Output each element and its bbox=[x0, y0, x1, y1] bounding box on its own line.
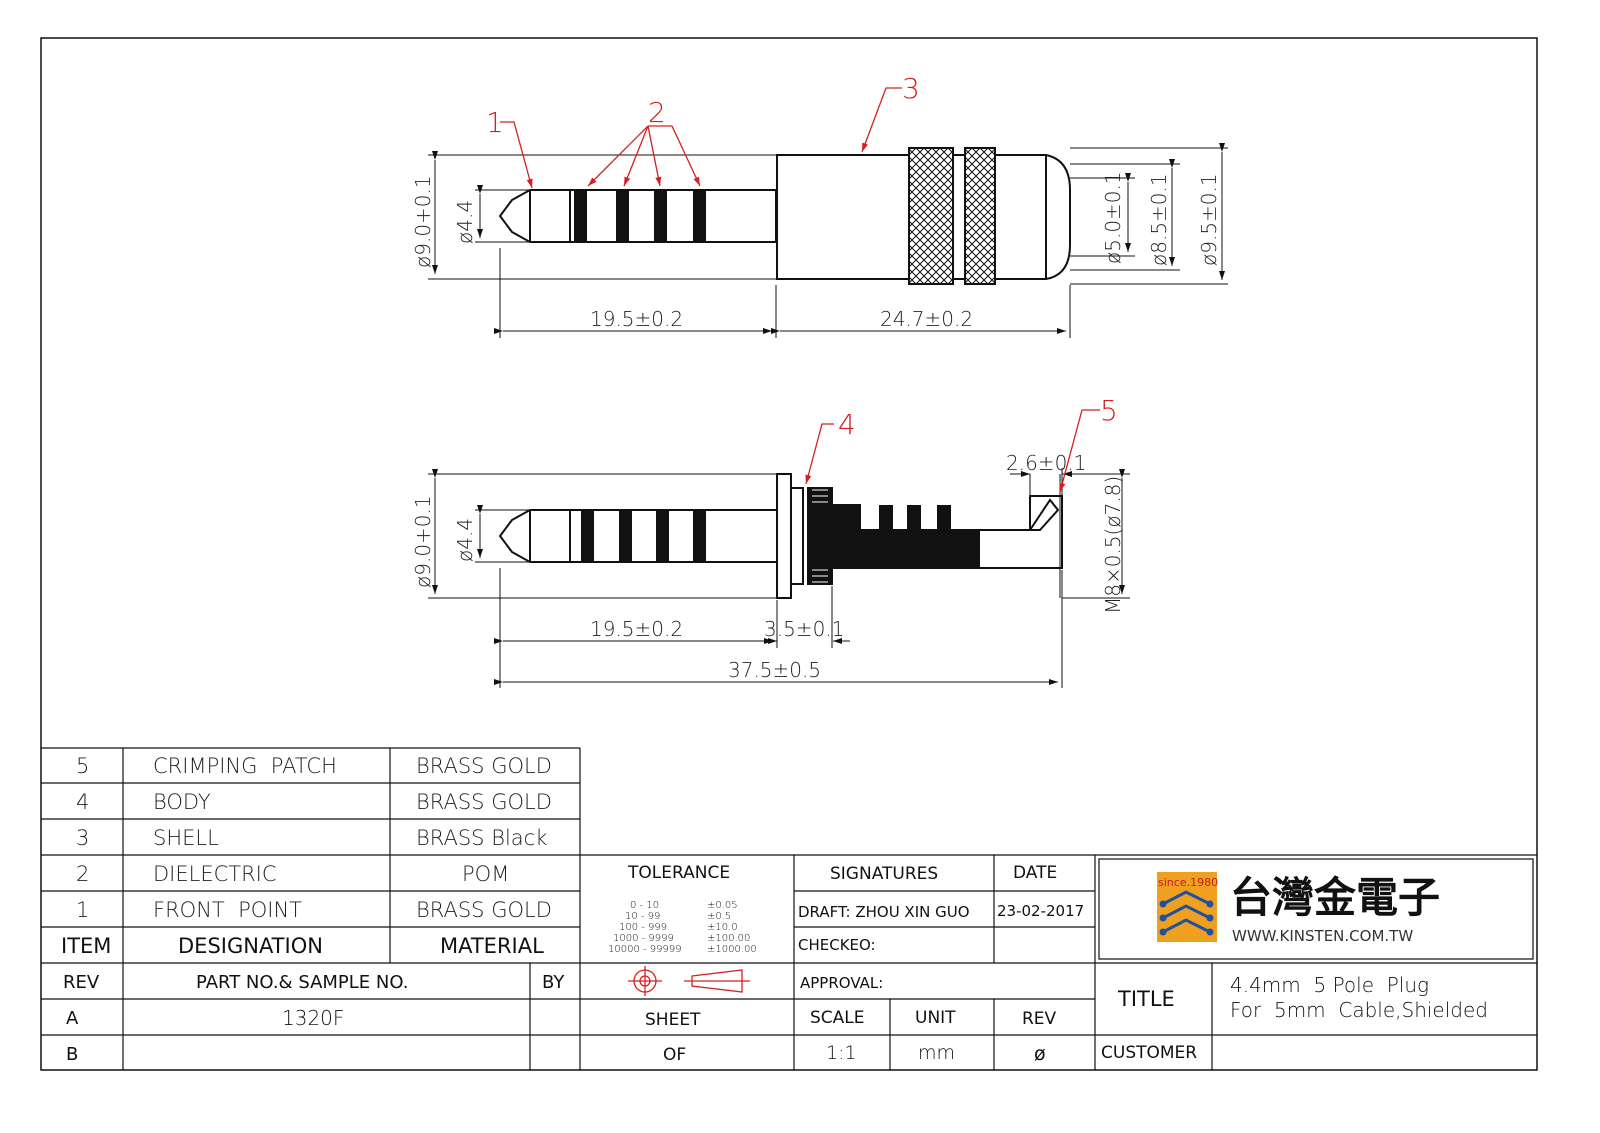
bom-row-5-item: 5 bbox=[76, 754, 89, 778]
scale-label: SCALE bbox=[810, 1008, 865, 1028]
bom-row-3-material: BRASS Black bbox=[416, 826, 547, 850]
top-view-dimensions bbox=[428, 143, 1228, 338]
company-name: 台灣金電子 bbox=[1230, 873, 1440, 922]
dim-bot-len-37-5: 37.5±0.5 bbox=[728, 658, 821, 682]
tolerance-range-5: 10000 - 99999 bbox=[608, 944, 682, 955]
signatures-block: SIGNATURES DATE DRAFT: ZHOU XIN GUO 23-0… bbox=[798, 863, 1084, 992]
draft-date: 23-02-2017 bbox=[997, 902, 1084, 920]
dim-top-dia-4-4: ø4.4 bbox=[453, 200, 477, 244]
rev-header-part: PART NO.& SAMPLE NO. bbox=[196, 972, 409, 993]
bom-table-grid bbox=[41, 747, 1537, 1070]
of-label: OF bbox=[663, 1045, 686, 1065]
title-line-1: 4.4mm 5 Pole Plug bbox=[1230, 973, 1429, 997]
unit-value: mm bbox=[918, 1042, 955, 1064]
dim-top-dia-8-5: ø8.5±0.1 bbox=[1147, 173, 1171, 266]
bottom-view-callouts bbox=[805, 409, 1100, 493]
bom-row-4-designation: BODY bbox=[153, 790, 211, 814]
company-logo: since.1980 台灣金電子 WWW.KINSTEN.COM.TW bbox=[1157, 872, 1440, 945]
sheet-label: SHEET bbox=[645, 1010, 701, 1030]
projection-symbol-icon bbox=[628, 966, 750, 996]
rev-header-rev: REV bbox=[63, 972, 100, 993]
title-label: TITLE bbox=[1117, 987, 1175, 1011]
dim-bot-len-19-5: 19.5±0.2 bbox=[590, 617, 683, 641]
dim-top-dia-9-0: ø9.0+0.1 bbox=[411, 175, 435, 268]
company-url: WWW.KINSTEN.COM.TW bbox=[1232, 927, 1413, 945]
tolerance-title: TOLERANCE bbox=[627, 863, 730, 883]
bom-row-2-material: POM bbox=[462, 862, 509, 886]
dim-bot-dia-4-4: ø4.4 bbox=[453, 518, 477, 562]
bom-row-2-item: 2 bbox=[76, 862, 89, 886]
dim-bot-len-2-6: 2.6±0.1 bbox=[1006, 451, 1086, 475]
title-block: TITLE 4.4mm 5 Pole Plug For 5mm Cable,Sh… bbox=[1101, 973, 1488, 1063]
scale-value: 1:1 bbox=[826, 1042, 857, 1064]
dim-bot-dia-9-0: ø9.0+0.1 bbox=[411, 495, 435, 588]
signatures-title: SIGNATURES bbox=[830, 864, 938, 884]
bom-row-5-designation: CRIMPING PATCH bbox=[153, 754, 337, 778]
rev-row-a-rev: A bbox=[66, 1008, 79, 1029]
bom-header: ITEM DESIGNATION MATERIAL bbox=[61, 934, 544, 958]
tolerance-value-5: ±1000.00 bbox=[707, 944, 757, 955]
tolerance-block: TOLERANCE 0 - 10 10 - 99 100 - 999 1000 … bbox=[608, 863, 757, 955]
bom-row-2-designation: DIELECTRIC bbox=[153, 862, 277, 886]
bom-header-material: MATERIAL bbox=[440, 934, 544, 958]
bom-rows: 5 CRIMPING PATCH BRASS GOLD 4 BODY BRASS… bbox=[76, 754, 552, 922]
dim-bot-len-3-5: 3.5±0.1 bbox=[764, 617, 844, 641]
bom-row-4-material: BRASS GOLD bbox=[416, 790, 552, 814]
tolerance-value-4: ±100.00 bbox=[707, 933, 750, 944]
bom-row-1-material: BRASS GOLD bbox=[416, 898, 552, 922]
callout-2: 2 bbox=[648, 96, 666, 129]
tolerance-value-3: ±10.0 bbox=[707, 922, 738, 933]
bom-row-1-designation: FRONT POINT bbox=[153, 898, 302, 922]
dim-top-len-24-7: 24.7±0.2 bbox=[880, 307, 973, 331]
checked-label: CHECKEO: bbox=[798, 936, 876, 954]
bom-row-3-item: 3 bbox=[76, 826, 89, 850]
dim-top-dia-9-5: ø9.5±0.1 bbox=[1197, 173, 1221, 266]
tolerance-value-2: ±0.5 bbox=[707, 911, 731, 922]
drawing-frame bbox=[40, 37, 1538, 1071]
dim-top-len-19-5: 19.5±0.2 bbox=[590, 307, 683, 331]
draft-signature: DRAFT: ZHOU XIN GUO bbox=[798, 903, 970, 921]
bom-row-3-designation: SHELL bbox=[153, 826, 219, 850]
bom-header-designation: DESIGNATION bbox=[178, 934, 323, 958]
date-label: DATE bbox=[1013, 863, 1057, 883]
rev-header-by: BY bbox=[542, 972, 565, 993]
tolerance-range-2: 10 - 99 bbox=[625, 911, 660, 922]
tolerance-range-4: 1000 - 9999 bbox=[613, 933, 674, 944]
callout-5: 5 bbox=[1100, 394, 1118, 427]
callout-3: 3 bbox=[902, 72, 920, 105]
callout-1: 1 bbox=[486, 106, 504, 139]
rev-label: REV bbox=[1022, 1009, 1057, 1029]
sheet-info-block: SHEET OF SCALE 1:1 UNIT mm REV ø bbox=[645, 1008, 1057, 1065]
bom-row-4-item: 4 bbox=[76, 790, 89, 814]
rev-row-a-part: 1320F bbox=[282, 1006, 344, 1030]
tolerance-value-1: ±0.05 bbox=[707, 900, 738, 911]
rev-value: ø bbox=[1034, 1043, 1046, 1065]
unit-label: UNIT bbox=[915, 1008, 956, 1028]
bottom-view-dimensions bbox=[428, 468, 1130, 688]
company-since: since.1980 bbox=[1158, 876, 1218, 889]
bom-row-5-material: BRASS GOLD bbox=[416, 754, 552, 778]
bom-row-1-item: 1 bbox=[76, 898, 89, 922]
tolerance-range-3: 100 - 999 bbox=[619, 922, 667, 933]
bottom-view-dimension-labels: ø9.0+0.1 ø4.4 19.5±0.2 3.5±0.1 37.5±0.5 … bbox=[411, 451, 1125, 682]
bom-header-item: ITEM bbox=[61, 934, 111, 958]
bottom-view-plug bbox=[498, 473, 1063, 599]
dim-bot-thread: M8×0.5(ø7.8) bbox=[1101, 476, 1125, 614]
top-view-callouts bbox=[500, 87, 902, 189]
callout-4: 4 bbox=[838, 408, 856, 441]
top-view-dimension-labels: ø9.0+0.1 ø4.4 ø5.0±0.1 ø8.5±0.1 ø9.5±0.1… bbox=[411, 171, 1221, 331]
top-view-plug bbox=[498, 147, 1071, 285]
tolerance-range-1: 0 - 10 bbox=[630, 900, 659, 911]
revision-table: REV PART NO.& SAMPLE NO. BY A 1320F B bbox=[63, 972, 565, 1065]
rev-row-b-rev: B bbox=[66, 1044, 78, 1065]
customer-label: CUSTOMER bbox=[1101, 1043, 1197, 1063]
title-line-2: For 5mm Cable,Shielded bbox=[1230, 998, 1488, 1022]
approval-label: APPROVAL: bbox=[800, 974, 883, 992]
dim-top-dia-5-0: ø5.0±0.1 bbox=[1101, 171, 1125, 264]
